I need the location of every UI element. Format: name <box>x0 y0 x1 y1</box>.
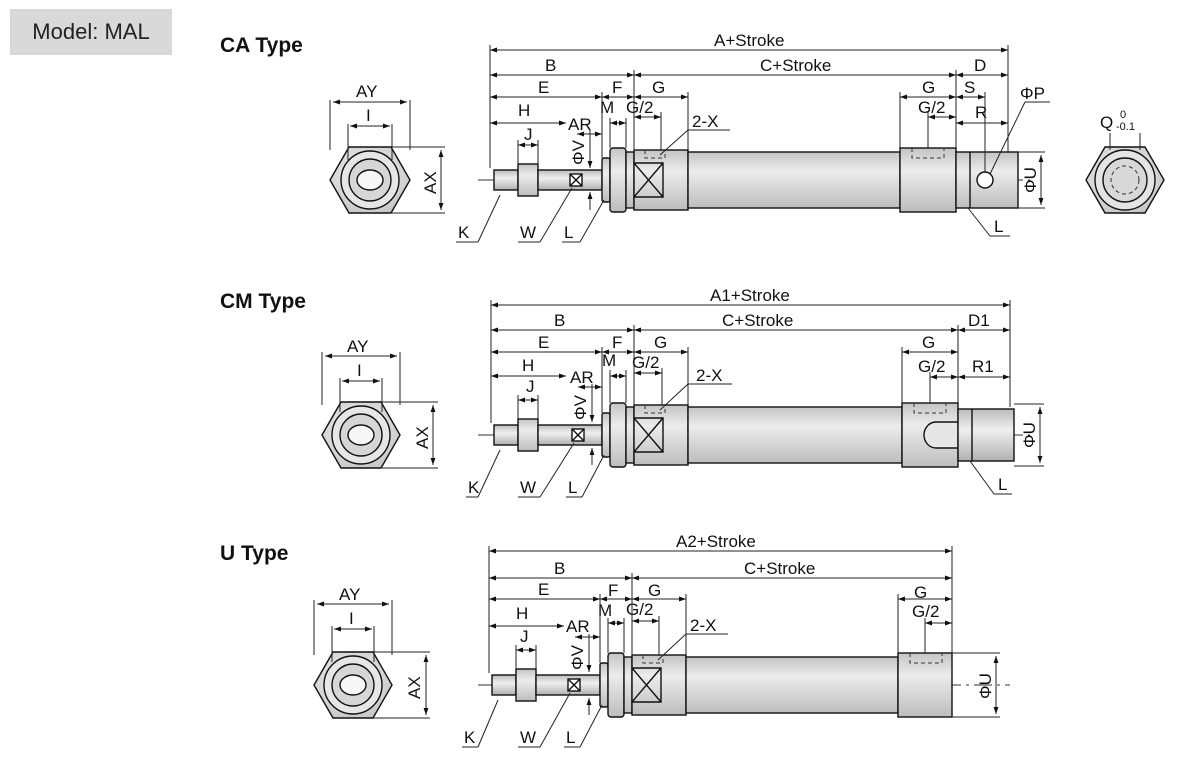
cm-l-right-label: L <box>998 475 1007 494</box>
cm-j-label: J <box>526 377 535 396</box>
cm-w-label: W <box>520 478 536 497</box>
u-e-label: E <box>538 580 549 599</box>
ca-overall-label: A+Stroke <box>714 31 784 50</box>
cm-ay-label: AY <box>347 337 368 356</box>
cm-f-label: F <box>612 333 622 352</box>
ca-x-label: 2-X <box>692 112 718 131</box>
ca-g2-left-label: G/2 <box>626 98 653 117</box>
ca-g2-right-label: G/2 <box>918 98 945 117</box>
ca-side-view: A+Stroke B C+Stroke D E F G G S H M G/2 … <box>456 31 1050 243</box>
cm-ar-label: AR <box>570 368 594 387</box>
cm-k-label: K <box>468 478 480 497</box>
ca-l-right-label: L <box>994 217 1003 236</box>
cm-x-label: 2-X <box>696 366 722 385</box>
u-v-label: ΦV <box>568 644 587 670</box>
ca-e-label: E <box>538 78 549 97</box>
cm-c-label: C+Stroke <box>722 311 793 330</box>
ca-j-label: J <box>524 125 533 144</box>
ca-p-label: ΦP <box>1020 84 1045 103</box>
cm-g-right-label: G <box>922 333 935 352</box>
u-f-label: F <box>608 581 618 600</box>
ca-f-label: F <box>612 78 622 97</box>
cm-g2-right-label: G/2 <box>918 357 945 376</box>
ca-i-label: I <box>366 106 371 125</box>
u-j-label: J <box>520 627 529 646</box>
ca-l-label: L <box>564 223 573 242</box>
ca-q-tol-lower: -0.1 <box>1116 121 1135 133</box>
u-w-label: W <box>520 728 536 747</box>
cm-v-label: ΦV <box>571 394 590 420</box>
u-g2-left-label: G/2 <box>626 600 653 619</box>
ca-b-label: B <box>545 56 556 75</box>
u-l-label: L <box>566 728 575 747</box>
cm-h-label: H <box>522 356 534 375</box>
u-type-drawing: AY I AX <box>313 532 1010 748</box>
ca-front-view: AY I AX <box>329 82 445 214</box>
ca-q-label: Q <box>1100 113 1113 132</box>
ca-type-title: CA Type <box>220 34 303 57</box>
cm-e-label: E <box>538 333 549 352</box>
u-x-label: 2-X <box>690 616 716 635</box>
ca-c-label: C+Stroke <box>760 56 831 75</box>
cm-front-view: AY I AX <box>321 337 438 469</box>
cm-type-drawing: AY I AX <box>321 286 1044 498</box>
ca-h-label: H <box>518 101 530 120</box>
u-k-label: K <box>464 728 476 747</box>
cm-ax-label: AX <box>413 426 432 449</box>
u-ar-label: AR <box>566 617 590 636</box>
cm-l-label: L <box>568 478 577 497</box>
cm-g2-left-label: G/2 <box>632 353 659 372</box>
u-c-label: C+Stroke <box>744 559 815 578</box>
u-g-left-label: G <box>648 581 661 600</box>
u-overall-label: A2+Stroke <box>676 532 756 551</box>
ca-ar-label: AR <box>568 115 592 134</box>
u-b-label: B <box>554 559 565 578</box>
ca-ax-label: AX <box>421 171 440 194</box>
ca-u-label: ΦU <box>1021 167 1040 193</box>
u-ax-label: AX <box>405 676 424 699</box>
u-u-label: ΦU <box>976 673 995 699</box>
ca-k-label: K <box>458 223 470 242</box>
u-g2-right-label: G/2 <box>912 602 939 621</box>
u-front-view: AY I AX <box>313 585 430 719</box>
cm-side-view: A1+Stroke B C+Stroke D1 E F G G H M G/2 … <box>466 286 1044 498</box>
cm-type-title: CM Type <box>220 290 306 313</box>
ca-r-label: R <box>975 103 987 122</box>
cm-d-label: D1 <box>968 311 990 330</box>
u-i-label: I <box>349 609 354 628</box>
ca-v-label: ΦV <box>569 139 588 165</box>
u-h-label: H <box>516 604 528 623</box>
ca-g-right-label: G <box>922 78 935 97</box>
ca-m-label: M <box>600 98 614 117</box>
u-ay-label: AY <box>339 585 360 604</box>
ca-ay-label: AY <box>356 82 377 101</box>
u-type-title: U Type <box>220 542 289 565</box>
ca-type-drawing: AY I AX <box>329 31 1165 243</box>
ca-g-left-label: G <box>652 78 665 97</box>
cm-overall-label: A1+Stroke <box>710 286 790 305</box>
model-label: Model: MAL <box>10 9 172 55</box>
ca-rear-view: Q 0 -0.1 <box>1085 109 1165 214</box>
cm-r-label: R1 <box>972 357 994 376</box>
cm-g-left-label: G <box>654 333 667 352</box>
cm-b-label: B <box>554 311 565 330</box>
u-m-label: M <box>598 601 612 620</box>
ca-q-tol-upper: 0 <box>1120 109 1126 121</box>
cm-m-label: M <box>602 351 616 370</box>
u-g-right-label: G <box>914 583 927 602</box>
cm-i-label: I <box>357 361 362 380</box>
ca-s-label: S <box>964 78 975 97</box>
u-side-view: A2+Stroke B C+Stroke E F G G H M G/2 G/2… <box>462 532 1010 748</box>
cm-u-label: ΦU <box>1020 422 1039 448</box>
ca-d-label: D <box>974 56 986 75</box>
ca-w-label: W <box>520 223 536 242</box>
